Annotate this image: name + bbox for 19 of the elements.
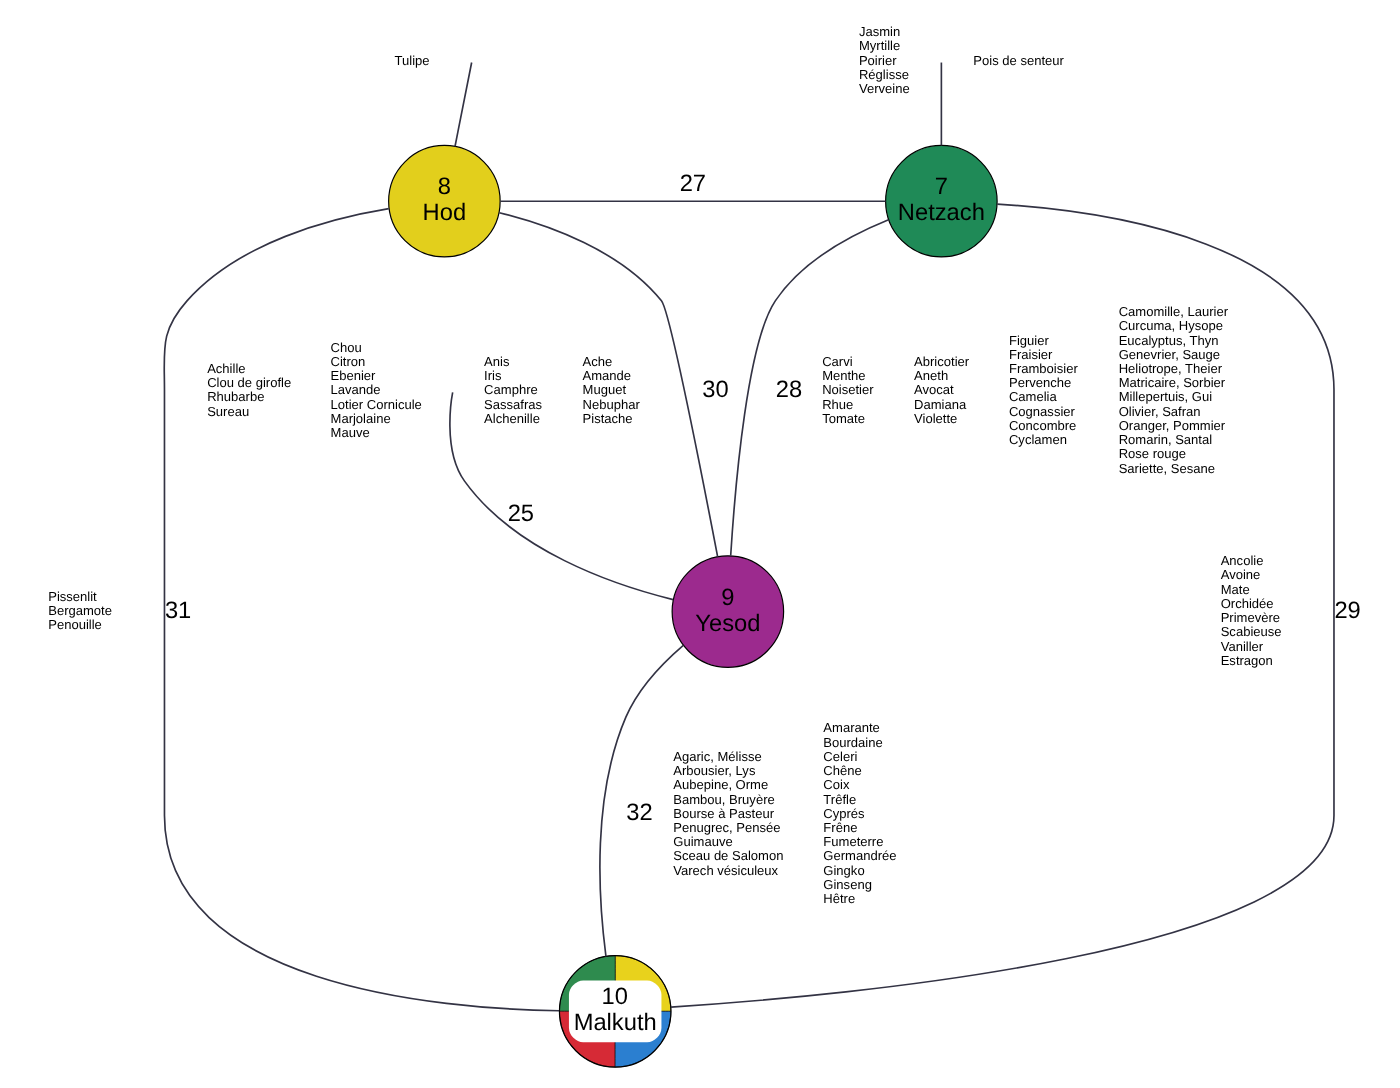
connector: [454, 61, 473, 148]
node-circle: 9 Yesod: [671, 555, 785, 668]
connector: [449, 391, 674, 601]
connector: [498, 211, 719, 558]
edge-label: 30: [702, 374, 729, 403]
connector: [729, 218, 890, 557]
connector: [599, 644, 685, 958]
edge-label: 31: [164, 595, 192, 624]
edge-label: 28: [775, 374, 803, 403]
connector: [940, 61, 943, 147]
edge-label: 29: [1334, 595, 1361, 624]
connector: [499, 200, 887, 203]
edge-label: 27: [679, 168, 707, 197]
node-circle: 8 Hod: [388, 144, 501, 258]
edge-label: 25: [507, 499, 535, 528]
connector: [163, 207, 560, 1012]
edge-label: 32: [626, 798, 653, 827]
node-circle: 7 Netzach: [885, 144, 998, 258]
connector: [670, 203, 1335, 1008]
